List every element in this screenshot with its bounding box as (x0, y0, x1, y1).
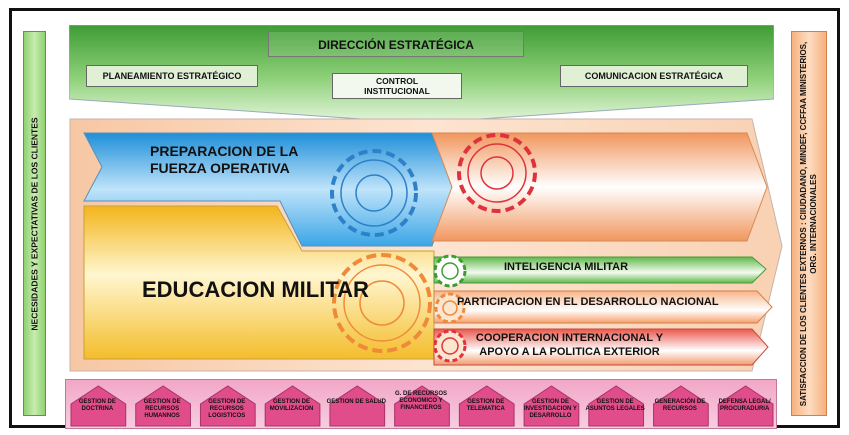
support-house-icon (199, 385, 256, 427)
support-house-icon (717, 385, 774, 427)
support-process-label: GESTION DE INVESTIGACION Y DESARROLLO (524, 399, 577, 419)
cooperation-label: COOPERACION INTERNACIONAL Y APOYO A LA P… (475, 332, 664, 358)
small-red-gear-icon (433, 329, 467, 363)
support-house-icon (523, 385, 580, 427)
customer-satisfaction-label: SATISFACCION DE LOS CLIENTES EXTERNOS : … (799, 41, 818, 406)
development-label: PARTICIPACION EN EL DESARROLLO NACIONAL (457, 296, 719, 308)
support-process-label: GESTION DE RECURSOS LOGISTICOS (208, 399, 246, 419)
support-house-icon (653, 385, 709, 427)
support-labels: GESTION DE DOCTRINA GESTION DE RECURSOS H… (65, 379, 777, 429)
blue-gear-icon (330, 149, 418, 237)
support-process-label: GESTION DE MOVILIZACION (269, 399, 314, 412)
strategic-title-box: DIRECCIÓN ESTRATÉGICA (268, 31, 524, 57)
support-process-label: DEFENSA LEGAL/ PROCURADURIA (718, 399, 771, 412)
development-arrow (433, 290, 773, 324)
support-processes-band (65, 379, 777, 429)
support-house-icon (458, 385, 515, 427)
support-process-label: GESTION DE SALUD (326, 399, 386, 405)
support-process-label: GESTION DE RECURSOS HUMANNOS (143, 399, 181, 419)
support-house-icons (70, 385, 774, 427)
strategic-planning-label: PLANEAMIENTO ESTRATÉGICO (102, 71, 242, 81)
strategic-title: DIRECCIÓN ESTRATÉGICA (318, 38, 474, 52)
support-house-icon (135, 385, 191, 427)
support-house-icon (70, 385, 127, 427)
orange-gear-icon (332, 253, 432, 353)
customer-needs-label: NECESIDADES Y EXPECTATIVAS DE LOS CLIENT… (29, 116, 39, 331)
support-house-icon (329, 385, 386, 427)
customer-satisfaction-bar: SATISFACCION DE LOS CLIENTES EXTERNOS : … (791, 31, 827, 416)
education-label: EDUCACION MILITAR (142, 277, 369, 302)
support-process-label: GENERACIÓN DE RECURSOS (654, 399, 706, 412)
prep-label: PREPARACION DE LA FUERZA OPERATIVA (150, 143, 298, 176)
intel-label: INTELIGENCIA MILITAR (504, 261, 629, 273)
strategic-communication-box: COMUNICACION ESTRATÉGICA (560, 65, 748, 87)
support-process-label: GESTION DE DOCTRINA (78, 399, 116, 412)
institutional-control-label: CONTROL INSTITUCIONAL (364, 76, 430, 96)
strategic-communication-label: COMUNICACION ESTRATÉGICA (584, 71, 724, 81)
small-orange-gear-icon (434, 292, 466, 324)
intel-arrow (433, 256, 767, 284)
support-process-label: GESTION DE ASUNTOS LEGALES (585, 399, 645, 412)
support-house-icon (588, 385, 645, 427)
process-map-frame: NECESIDADES Y EXPECTATIVAS DE LOS CLIENT… (9, 8, 840, 429)
support-process-label: GESTION DE TELEMATICA (466, 399, 505, 412)
support-process-label: G. DE RECURSOS ECONOMICO Y FINANCIEROS (394, 391, 447, 411)
institutional-control-box: CONTROL INSTITUCIONAL (332, 73, 462, 99)
green-gear-icon (433, 254, 467, 288)
customer-needs-bar: NECESIDADES Y EXPECTATIVAS DE LOS CLIENT… (23, 31, 46, 416)
strategic-planning-box: PLANEAMIENTO ESTRATÉGICO (86, 65, 258, 87)
support-house-icon (394, 385, 450, 427)
red-gear-icon (457, 133, 537, 213)
cooperation-arrow (433, 328, 769, 366)
education-shape (83, 205, 435, 360)
support-house-icon (264, 385, 321, 427)
core-processes-diagram (69, 118, 783, 372)
prep-orange-arrow (431, 132, 768, 242)
